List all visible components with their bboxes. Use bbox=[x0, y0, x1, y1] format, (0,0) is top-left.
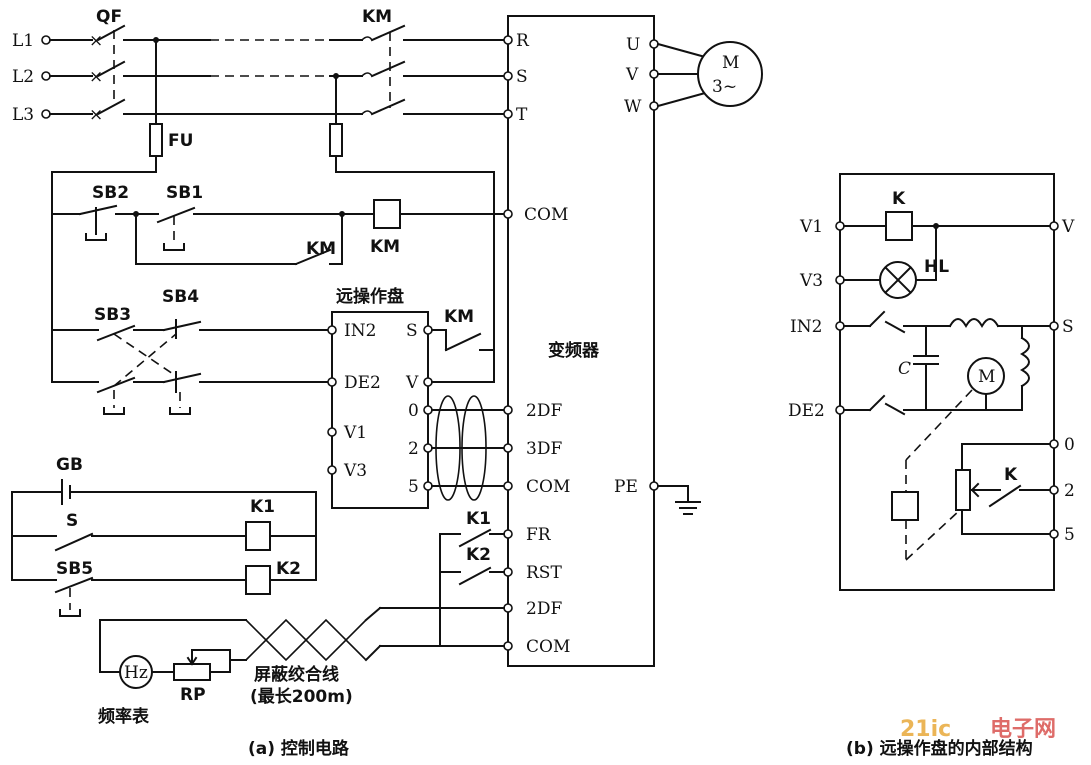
internal-right-term-2: S bbox=[1062, 317, 1074, 337]
inverter-out-v: V bbox=[625, 65, 639, 85]
breaker-label: QF bbox=[96, 7, 122, 27]
relay-label-k2: K2 bbox=[276, 559, 301, 579]
phase-label-3: L3 bbox=[12, 105, 34, 125]
internal-potentiometer bbox=[955, 469, 971, 511]
remote-left-term-3: V1 bbox=[343, 423, 367, 443]
motor-m bbox=[697, 41, 763, 107]
inverter-in-s: S bbox=[516, 67, 528, 87]
button-label-sb1: SB1 bbox=[166, 183, 203, 203]
inverter-term-2df-2: 2DF bbox=[526, 599, 562, 619]
button-label-sb2: SB2 bbox=[92, 183, 129, 203]
relay-k1 bbox=[245, 521, 271, 551]
internal-right-term-4: 2 bbox=[1064, 481, 1075, 501]
internal-contact-label: K bbox=[1004, 465, 1018, 485]
button-label-sb3: SB3 bbox=[94, 305, 131, 325]
potentiometer-rp bbox=[173, 663, 211, 681]
motor-name: M bbox=[722, 53, 739, 73]
svg-text:×: × bbox=[89, 31, 103, 51]
inverter-term-com-3: COM bbox=[526, 637, 570, 657]
remote-right-term-2: V bbox=[405, 373, 419, 393]
remote-panel bbox=[331, 311, 429, 509]
battery-label: GB bbox=[56, 455, 83, 475]
remote-right-term-1: S bbox=[406, 321, 418, 341]
contact-label-k1: K1 bbox=[466, 509, 491, 529]
watermark-part2: 电子网 bbox=[990, 717, 1056, 742]
left-diagram: L1 L2 L3 QF × × × KM bbox=[11, 7, 763, 759]
inverter-term-2df-1: 2DF bbox=[526, 401, 562, 421]
svg-text:×: × bbox=[89, 105, 103, 125]
km-coil-label: KM bbox=[370, 237, 400, 257]
internal-right-term-1: V bbox=[1061, 217, 1075, 237]
right-caption: (b) 远操作盘的内部结构 bbox=[846, 738, 1033, 759]
contactor-km-main bbox=[361, 24, 509, 116]
fuse-2 bbox=[329, 123, 343, 157]
fuse-1 bbox=[149, 123, 163, 157]
contact-label-k2: K2 bbox=[466, 545, 491, 565]
capacitor-label: C bbox=[898, 359, 911, 379]
inverter-in-r: R bbox=[516, 31, 530, 51]
remote-panel-internal bbox=[839, 173, 1055, 591]
right-diagram: V1 V3 IN2 DE2 V S 0 2 5 K HL bbox=[788, 173, 1075, 759]
cable-label: 屏蔽绞合线 bbox=[254, 664, 339, 685]
internal-right-term-3: 0 bbox=[1064, 435, 1075, 455]
remote-km-label: KM bbox=[444, 307, 474, 327]
inverter-term-3df: 3DF bbox=[526, 439, 562, 459]
remote-left-term-1: IN2 bbox=[344, 321, 376, 341]
remote-left-term-4: V3 bbox=[343, 461, 367, 481]
internal-left-term-1: V1 bbox=[799, 217, 823, 237]
inverter-term-rst: RST bbox=[526, 563, 562, 583]
km-aux-label: KM bbox=[306, 239, 336, 259]
km-coil bbox=[373, 199, 401, 229]
inverter bbox=[507, 15, 655, 667]
watermark-part1: 21ic bbox=[900, 717, 951, 742]
meter-symbol: Hz bbox=[124, 663, 148, 683]
button-label-sb4: SB4 bbox=[162, 287, 199, 307]
inverter-in-t: T bbox=[516, 105, 528, 125]
internal-relay-k bbox=[885, 211, 913, 241]
svg-text:×: × bbox=[89, 67, 103, 87]
button-sb2 bbox=[78, 204, 118, 241]
lamp-label: HL bbox=[924, 257, 949, 277]
button-sb1 bbox=[156, 206, 196, 251]
relay-label-k1: K1 bbox=[250, 497, 275, 517]
button-label-sb5: SB5 bbox=[56, 559, 93, 579]
potentiometer-label: RP bbox=[180, 685, 206, 705]
internal-left-term-4: DE2 bbox=[788, 401, 825, 421]
internal-motor-label: M bbox=[978, 367, 995, 387]
inverter-title: 变频器 bbox=[548, 340, 600, 361]
cable-note: (最长200m) bbox=[250, 686, 353, 707]
inverter-term-com-2: COM bbox=[526, 477, 570, 497]
remote-panel-title: 远操作盘 bbox=[336, 286, 404, 307]
inverter-term-pe: PE bbox=[614, 477, 638, 497]
inverter-term-fr: FR bbox=[526, 525, 552, 545]
watermark-logo: 21ic 电子网 bbox=[900, 717, 1056, 742]
internal-relay-label: K bbox=[892, 189, 906, 209]
inverter-term-com-1: COM bbox=[524, 205, 568, 225]
internal-right-term-5: 5 bbox=[1064, 525, 1075, 545]
fuse-label: FU bbox=[168, 131, 193, 151]
breaker-qf: × × × bbox=[89, 24, 363, 125]
remote-right-term-4: 2 bbox=[408, 439, 419, 459]
left-caption: (a) 控制电路 bbox=[248, 738, 350, 759]
remote-right-term-5: 5 bbox=[408, 477, 419, 497]
internal-left-term-2: V3 bbox=[799, 271, 823, 291]
relay-k2 bbox=[245, 565, 271, 595]
remote-right-term-3: 0 bbox=[408, 401, 419, 421]
switch-label: S bbox=[66, 511, 78, 531]
phase-label-2: L2 bbox=[12, 67, 34, 87]
internal-left-term-3: IN2 bbox=[790, 317, 822, 337]
inverter-out-w: W bbox=[624, 97, 642, 117]
inverter-out-u: U bbox=[626, 35, 640, 55]
contactor-label: KM bbox=[362, 7, 392, 27]
meter-label: 频率表 bbox=[98, 706, 150, 727]
internal-coil bbox=[891, 491, 919, 521]
phase-label-1: L1 bbox=[12, 31, 34, 51]
remote-left-term-2: DE2 bbox=[344, 373, 381, 393]
motor-spec: 3~ bbox=[712, 77, 737, 97]
